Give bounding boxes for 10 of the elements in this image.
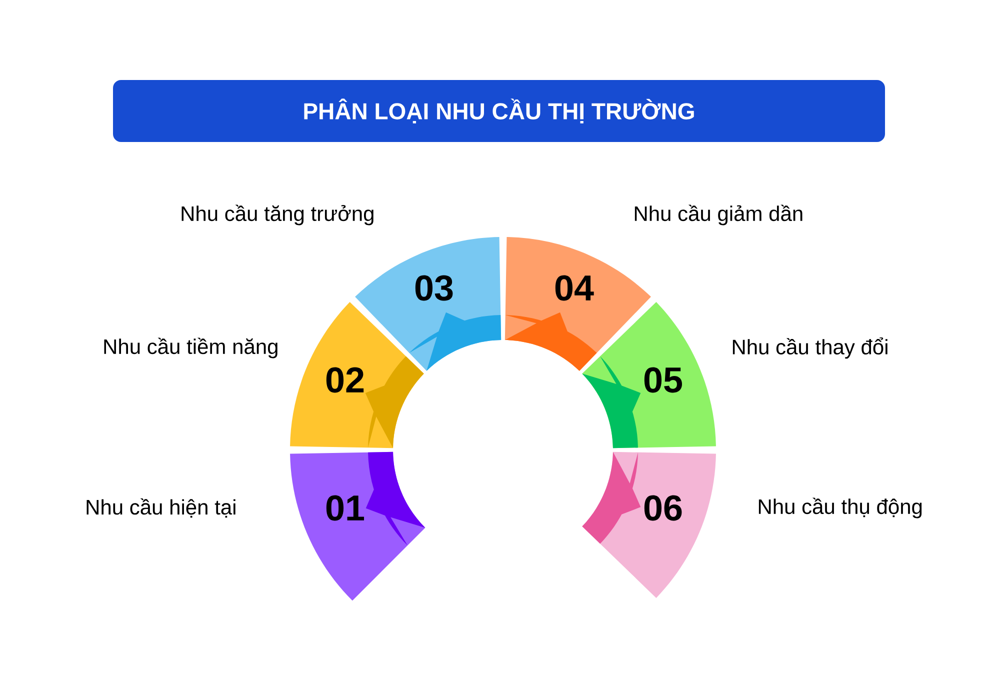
title-banner: PHÂN LOẠI NHU CẦU THỊ TRƯỜNG	[113, 80, 885, 142]
segment-label: Nhu cầu thay đổi	[732, 337, 888, 359]
segment-label: Nhu cầu tăng trưởng	[182, 204, 374, 226]
segment-label: Nhu cầu thụ động	[758, 498, 922, 518]
ring-segment: 05	[582, 302, 716, 448]
segment-label: Nhu cầu giảm dần	[634, 204, 802, 226]
segment-label: Nhu cầu hiện tại	[86, 498, 236, 518]
ring-segment: 01	[290, 452, 426, 601]
ring-segment: 06	[582, 452, 716, 598]
segment-label: Nhu cầu tiềm năng	[104, 338, 278, 358]
